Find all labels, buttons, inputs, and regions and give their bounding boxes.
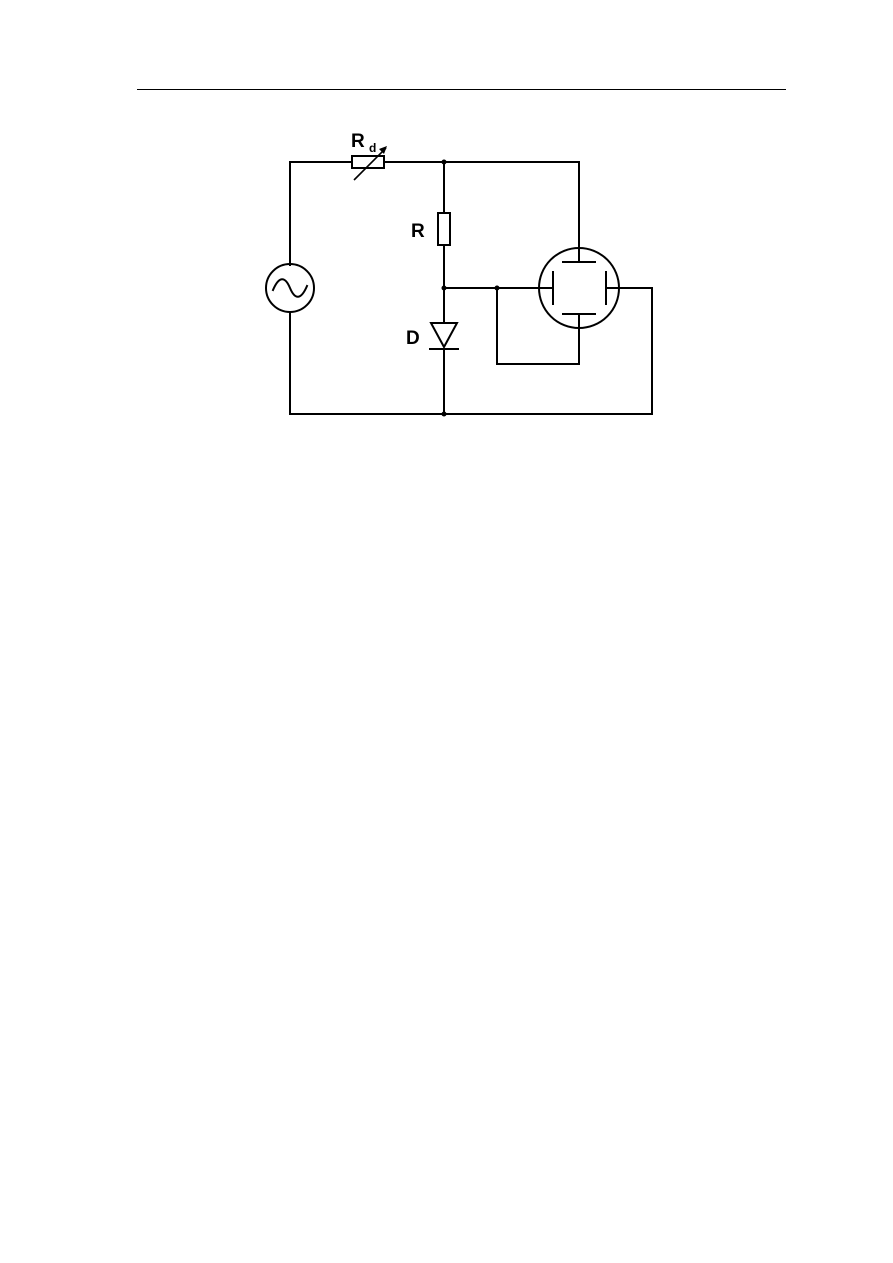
junction-loop [494,285,500,291]
ac-source-symbol [265,263,315,313]
variable-resistor-subscript: d [369,141,376,155]
diode-triangle [429,322,459,350]
variable-resistor-label: R [351,131,365,152]
header-rule [137,89,786,90]
junction-top [441,159,447,165]
sine-wave-icon [271,278,309,298]
diode-symbol [429,322,459,350]
variable-resistor-arrow-line [353,147,387,181]
resistor-label: R [411,221,425,242]
resistor-body [437,212,451,246]
ac-source-circle [265,263,315,313]
variable-resistor-body [351,155,385,169]
variable-resistor-arrowhead-icon [379,146,387,154]
diode-label: D [406,328,420,349]
resistor-symbol [437,212,451,246]
junction-middle [441,285,447,291]
variable-resistor-symbol [351,146,387,181]
wires [289,161,653,415]
junctions [441,159,500,417]
crt-symbol [538,247,620,329]
junction-bottom [441,411,447,417]
